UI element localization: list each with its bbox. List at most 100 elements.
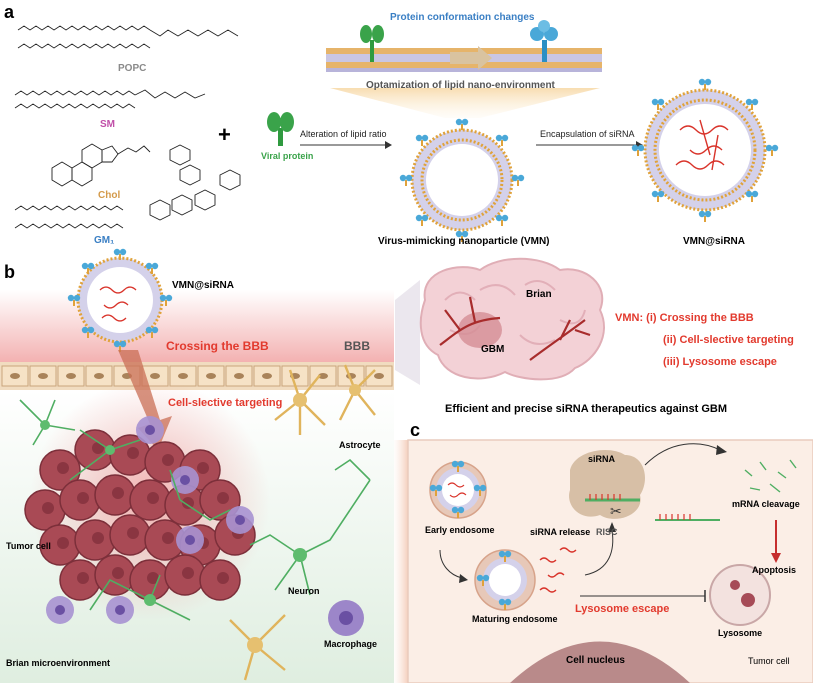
endothelial-nucleus	[178, 373, 188, 379]
protein-conformation-label: Protein conformation changes	[390, 12, 535, 23]
vmn-label: Virus-mimicking nanoparticle (VMN)	[378, 236, 550, 247]
tumor-nucleus	[162, 532, 174, 544]
tumor-nucleus	[112, 487, 124, 499]
sm-structure	[14, 89, 206, 109]
gm1-label: GM₁	[94, 235, 115, 246]
macrophage-nucleus	[180, 475, 190, 485]
release-to-risc-arrow	[584, 529, 614, 576]
viral-protein-icon	[267, 112, 294, 146]
brian-label: Brian	[526, 289, 552, 300]
early-endosome-label: Early endosome	[425, 525, 495, 535]
tumor-nucleus	[147, 572, 159, 584]
endothelial-nucleus	[38, 373, 48, 379]
brain-illustration	[419, 257, 605, 381]
risc-to-cleavage-arrowhead	[716, 445, 727, 455]
tumor-nucleus	[217, 492, 229, 504]
mrna-cleavage-label: mRNA cleavage	[732, 499, 800, 509]
early-endosome	[429, 460, 487, 519]
chol-label: Chol	[98, 190, 121, 201]
tumor-nucleus	[182, 497, 194, 509]
popc-label: POPC	[118, 63, 147, 74]
released-sirna	[539, 547, 577, 593]
tumor-nucleus	[127, 527, 139, 539]
tumor-cells	[24, 429, 256, 601]
lysosome-escape-label: Lysosome escape	[575, 603, 670, 615]
macrophage-nucleus	[185, 535, 195, 545]
vmn-sirna-particle	[631, 78, 779, 222]
crossing-bbb-label: Crossing the BBB	[166, 339, 269, 353]
risc-to-cleavage-arrow	[644, 443, 721, 466]
vmn-sirna-label-a: VMN@siRNA	[683, 236, 745, 247]
macrophage-nucleus	[235, 515, 245, 525]
sm-label: SM	[100, 119, 115, 130]
endothelial-nucleus	[66, 373, 76, 379]
endosome-maturation-arrow	[439, 549, 463, 579]
endothelial-nucleus	[94, 373, 104, 379]
macrophage-nucleus	[145, 425, 155, 435]
panel-label-c: c	[410, 420, 421, 440]
panel-label-a: a	[4, 2, 15, 22]
popc-structure	[17, 25, 239, 49]
sirna-label: siRNA	[588, 454, 616, 464]
endothelial-nucleus	[10, 373, 20, 379]
mrna-fragments	[744, 459, 797, 493]
microenvironment-label: Brian microenvironment	[6, 658, 111, 668]
macrophage-nucleus	[115, 605, 125, 615]
focus-beam	[330, 88, 600, 118]
scissors-icon: ✂	[610, 504, 622, 520]
endothelial-nucleus	[262, 373, 272, 379]
neuron-bodies	[40, 420, 307, 606]
macrophage-label: Macrophage	[324, 639, 378, 649]
endothelial-nucleus	[150, 373, 160, 379]
tumor-nucleus	[77, 492, 89, 504]
alteration-arrow	[300, 141, 392, 149]
neuron-label: Neuron	[288, 586, 320, 596]
bbb-label: BBB	[344, 339, 370, 353]
tumor-nucleus	[42, 502, 54, 514]
tumor-nucleus	[127, 447, 139, 459]
vmn-sirna-particle-b	[67, 248, 173, 352]
tumor-cell-label-c: Tumor cell	[748, 656, 790, 666]
tumor-cell-label-b: Tumor cell	[6, 541, 51, 551]
neuron-cells	[19, 399, 371, 621]
feature-1: VMN: (i) Crossing the BBB	[615, 312, 754, 324]
panel-label-b: b	[4, 262, 15, 282]
targeting-label: Cell-slective targeting	[168, 397, 283, 409]
apoptosis-arrow	[771, 520, 781, 563]
protein-before-icon	[360, 25, 384, 62]
zoom-wedge-brain	[395, 280, 420, 385]
maturing-endosome	[474, 549, 536, 611]
tumor-nucleus	[112, 567, 124, 579]
gm1-structure	[14, 144, 241, 229]
tumor-nucleus	[147, 492, 159, 504]
alteration-label: Alteration of lipid ratio	[300, 129, 387, 139]
endothelial-nucleus	[374, 373, 384, 379]
macrophage-nucleus	[55, 605, 65, 615]
endothelial-nucleus	[206, 373, 216, 379]
optimization-label: Optamization of lipid nano-environment	[366, 80, 555, 91]
cell-nucleus-label: Cell nucleus	[566, 655, 625, 666]
tumor-nucleus	[57, 462, 69, 474]
protein-after-icon	[530, 20, 558, 62]
macrophage-large	[328, 600, 364, 636]
macrophage-cells	[46, 416, 254, 624]
feature-3: (iii) Lysosome escape	[663, 356, 777, 368]
apoptosis-label: Apoptosis	[752, 565, 796, 575]
tumor-nucleus	[197, 462, 209, 474]
chol-structure	[51, 143, 151, 187]
tumor-nucleus	[182, 567, 194, 579]
tumor-nucleus	[217, 572, 229, 584]
mrna-strand	[655, 514, 720, 521]
vmn-sirna-label-b: VMN@siRNA	[172, 280, 234, 291]
lysosome-label: Lysosome	[718, 628, 763, 638]
endothelial-nucleus	[318, 373, 328, 379]
lysosome-block-line	[580, 590, 706, 602]
astrocyte-label: Astrocyte	[339, 440, 381, 450]
risc-complex: ✂	[569, 450, 645, 520]
cell-nucleus-shape	[510, 641, 690, 683]
tumor-nucleus	[92, 532, 104, 544]
endothelial-nucleus	[234, 373, 244, 379]
plus-sign: +	[218, 122, 231, 147]
endosome-maturation-arrowhead	[459, 574, 468, 583]
